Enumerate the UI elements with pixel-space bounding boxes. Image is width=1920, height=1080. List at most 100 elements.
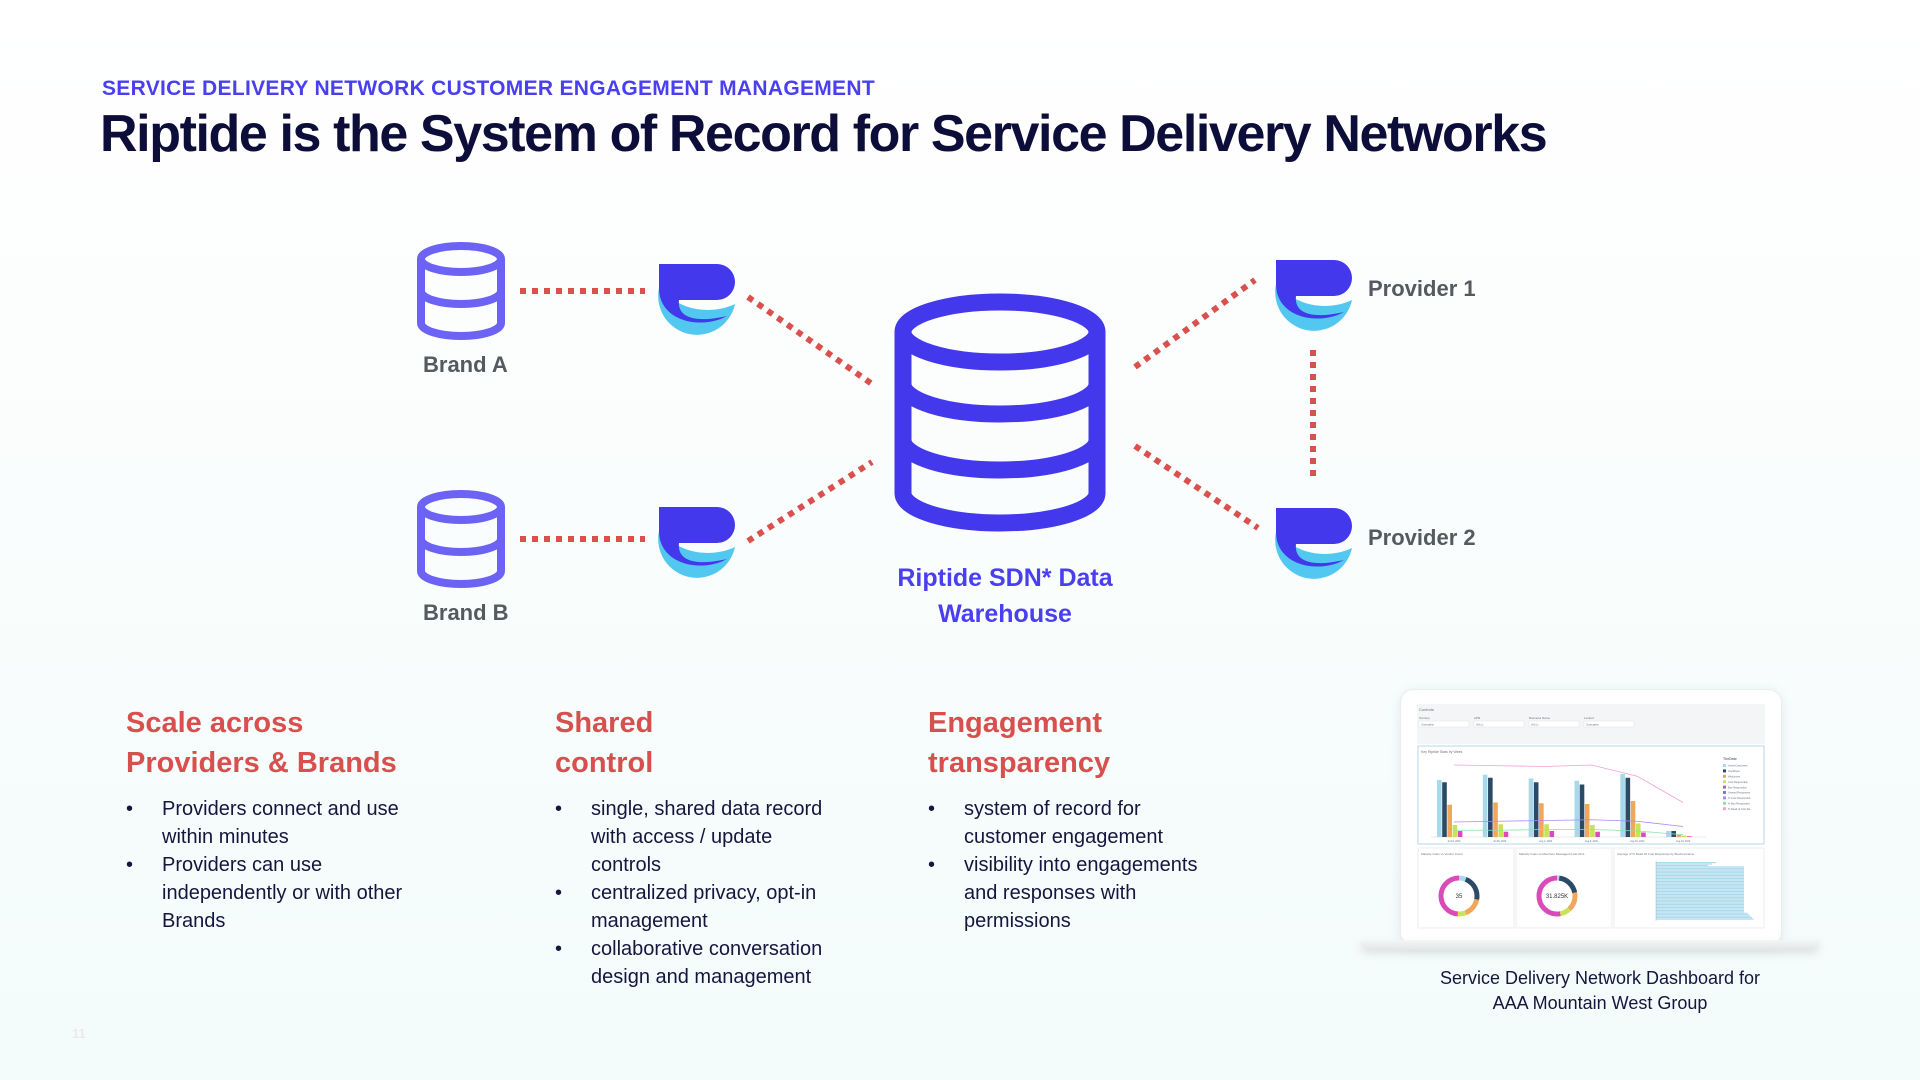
warehouse-label: Riptide SDN* Data Warehouse: [860, 560, 1150, 632]
caption-line: Service Delivery Network Dashboard for: [1439, 968, 1761, 988]
bullet-text-line: system of record for: [964, 798, 1141, 820]
bullet-icon: •: [928, 798, 936, 820]
bar-cust-responded: [1635, 823, 1641, 837]
bar-cust-responded: [1681, 835, 1687, 837]
panel2-value: 31.825K: [1546, 894, 1568, 900]
brand-b-label: Brand B: [423, 600, 509, 625]
bullet-icon: •: [555, 798, 563, 820]
controls-title: Controls: [1419, 707, 1434, 712]
hbar: [1656, 904, 1744, 906]
hbar: [1656, 893, 1744, 895]
legend-swatch: [1723, 764, 1726, 767]
legend-swatch: [1723, 807, 1726, 811]
brand-b-database-icon: [421, 494, 501, 584]
legend-swatch: [1723, 774, 1726, 778]
bar-goodbyes: [1442, 782, 1447, 837]
hbar: [1656, 898, 1744, 900]
connectors: [520, 277, 1316, 544]
bullet-text-line: collaborative conversation: [591, 938, 823, 960]
hbar: [1656, 912, 1748, 914]
x-tick-label: Aug 9, 2020: [1585, 840, 1599, 843]
filter-label: Territory: [1419, 716, 1430, 720]
bullet-icon: •: [928, 854, 936, 876]
warehouse-label-line2: Warehouse: [938, 600, 1072, 628]
bullet-item: • centralized privacy, opt-in management: [555, 879, 885, 935]
bullet-text-line: within minutes: [162, 826, 289, 848]
bullet-item: • collaborative conversation design and ma…: [555, 935, 885, 991]
bullet-icon: •: [126, 854, 134, 876]
filter-value: (ALL): [1531, 723, 1538, 727]
bullet-text-line: Providers connect and use: [162, 798, 399, 820]
heading-line: Shared: [555, 707, 654, 739]
legend-label: % Bus Responded: [1728, 802, 1750, 806]
bullet-icon: •: [555, 938, 563, 960]
brand-a-database-icon: [421, 246, 501, 336]
hbar: [1656, 892, 1744, 894]
panel1-value: 35: [1456, 894, 1463, 900]
hbar: [1656, 882, 1744, 884]
line-series: [1453, 829, 1684, 836]
hbar: [1656, 879, 1744, 881]
bar-activecustomers: [1437, 780, 1442, 837]
feature-column-shared-control: Shared control •single, shared data reco…: [555, 703, 885, 991]
hbar: [1656, 901, 1744, 903]
bar-activecustomers: [1482, 774, 1488, 837]
bullet-text-line: with access / update: [591, 826, 773, 848]
bullet-text-line: centralized privacy, opt-in: [591, 882, 817, 904]
hbar: [1656, 866, 1744, 868]
bar-welcomes: [1539, 803, 1544, 837]
hbar: [1656, 870, 1744, 872]
hbar: [1656, 908, 1744, 910]
filter-label: APR: [1474, 716, 1481, 720]
bullet-text-line: management: [591, 910, 708, 932]
hbar: [1656, 914, 1749, 916]
feature-column-engagement: Engagement transparency • system of recor…: [928, 703, 1258, 935]
provider-2-label: Provider 2: [1368, 525, 1476, 550]
warehouse-database-icon: [894, 293, 1106, 532]
legend-swatch: [1723, 796, 1726, 800]
bullet-icon: •: [555, 882, 563, 904]
hbar: [1656, 867, 1744, 869]
column-heading: Engagement transparency: [928, 703, 1258, 783]
filter-label: Locked: [1584, 716, 1594, 720]
bar-goodbyes: [1488, 777, 1493, 837]
filter-select: [1583, 720, 1635, 728]
panel2-title: Maturity Index vs Members Messaged (Last…: [1519, 852, 1587, 856]
legend-label: % Read of Cust Re...: [1728, 807, 1753, 811]
x-tick-label: Aug 16, 2020: [1630, 840, 1645, 843]
bar-bus-responded: [1641, 832, 1646, 837]
legend-swatch: [1723, 780, 1726, 784]
filter-label: Business Name: [1529, 716, 1550, 720]
warehouse-label-line1: Riptide SDN* Data: [897, 564, 1113, 592]
donut-segment: [1438, 875, 1480, 917]
bullet-list: • Providers connect and use within minutes…: [126, 795, 456, 935]
main-chart-title: Key Riptide Stats by Week: [1421, 750, 1463, 754]
legend-label: Welcomes: [1728, 775, 1741, 779]
bullet-text-line: customer engagement: [964, 826, 1164, 848]
hbar: [1656, 917, 1752, 919]
connector-rt2-warehouse: [746, 459, 874, 544]
bar-activecustomers: [1620, 774, 1625, 837]
hbar: [1656, 899, 1744, 901]
bar-goodbyes: [1579, 784, 1585, 837]
column-heading: Shared control: [555, 703, 885, 783]
caption-line: AAA Mountain West Group: [1492, 993, 1708, 1013]
heading-line: Scale across: [126, 707, 304, 739]
bar-cust-responded: [1452, 825, 1458, 837]
hbar: [1656, 888, 1744, 890]
donut-segment: [1536, 875, 1578, 917]
bar-cust-responded: [1590, 825, 1595, 837]
bullet-text-line: controls: [591, 854, 662, 876]
bullet-text-line: design and management: [591, 966, 812, 988]
hbar: [1656, 896, 1744, 898]
bar-welcomes: [1584, 804, 1590, 837]
bar-bus-responded: [1457, 831, 1463, 837]
dashboard-caption: Service Delivery Network Dashboard for A…: [1390, 966, 1810, 1016]
legend-label: % Cust Responded: [1728, 796, 1751, 800]
hbar: [1656, 886, 1744, 888]
dashboard-screenshot: Controls TerritoryCascadiaAPR(ALL)Busine…: [1417, 704, 1765, 929]
provider-2-logo-icon: [1275, 508, 1352, 579]
